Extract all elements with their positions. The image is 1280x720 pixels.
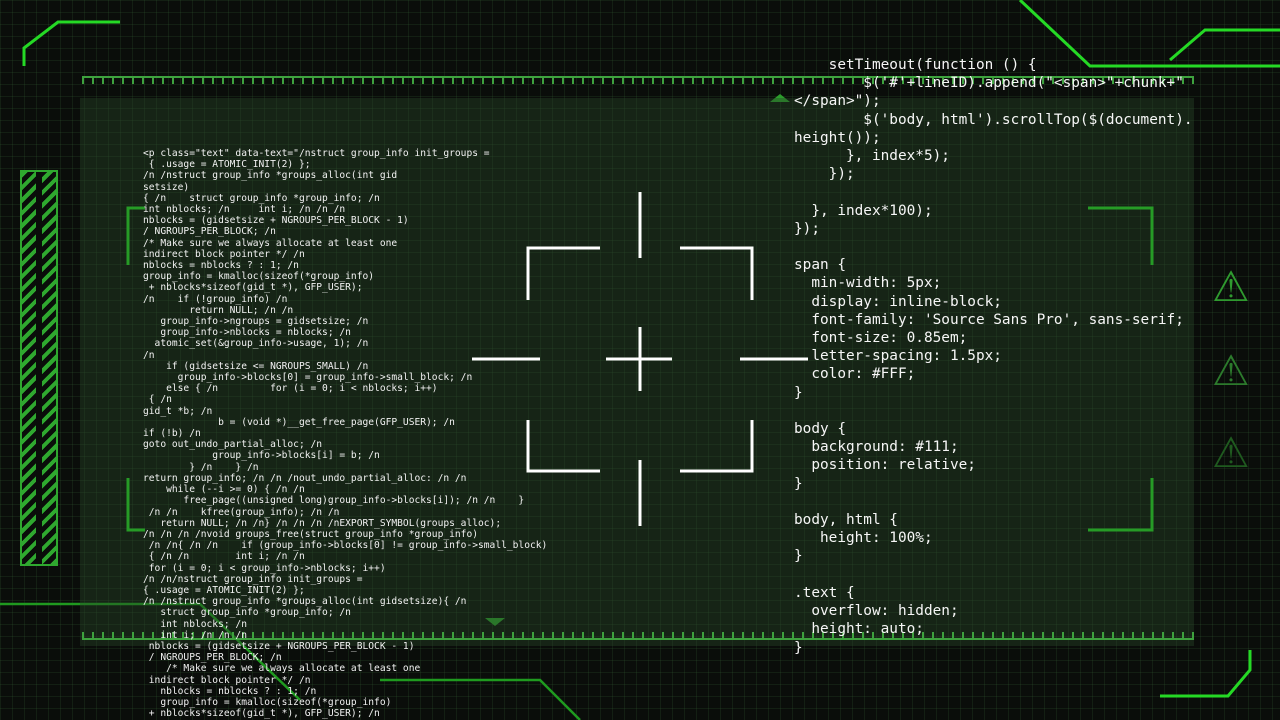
code-line: span { — [794, 257, 846, 274]
code-line: /* Make sure we always allocate at least… — [143, 663, 421, 675]
code-line: /n /n kfree(group_info); /n /n — [143, 506, 340, 518]
code-line: return group_info; /n /n /nout_undo_part… — [143, 472, 467, 484]
code-line — [794, 402, 1274, 420]
code-line: height: auto; — [794, 621, 924, 638]
bottom-ruler — [82, 626, 1194, 640]
code-line: + nblocks*sizeof(gid_t *), GFP_USER); /n — [143, 708, 380, 720]
code-line: { .usage = ATOMIC_INIT(2) }; — [143, 159, 311, 171]
code-line: { /n /n int i; /n /n — [143, 551, 305, 563]
code-line: { /n — [143, 394, 172, 406]
code-line: / NGROUPS_PER_BLOCK; /n — [143, 652, 282, 664]
code-line: height: 100%; — [794, 530, 933, 547]
code-line: int i; /n /n /n — [143, 629, 247, 641]
code-line: overflow: hidden; — [794, 603, 959, 620]
code-line: /n — [143, 349, 155, 361]
code-line — [794, 238, 1274, 256]
hazard-triangle-icon: ⚠ — [1212, 346, 1250, 395]
code-line: setTimeout(function () { — [794, 57, 1037, 73]
code-line: int nblocks; /n int i; /n /n /n — [143, 204, 346, 216]
code-line: } — [794, 639, 803, 656]
code-line: background: #111; — [794, 439, 959, 456]
warning-triangle-icon: ⚠ — [1212, 262, 1250, 311]
code-line: <p class="text" data-text="/nstruct grou… — [143, 148, 490, 159]
code-line: } — [794, 548, 803, 565]
code-line: /n /n/nstruct group_info init_groups = — [143, 573, 363, 585]
code-line: return NULL; /n /n — [143, 304, 294, 316]
code-line: display: inline-block; — [794, 293, 1002, 310]
code-line: font-size: 0.85em; — [794, 330, 968, 347]
code-line: color: #FFF; — [794, 366, 916, 383]
code-line — [794, 493, 1274, 511]
code-line: atomic_set(&group_info->usage, 1); /n — [143, 338, 369, 350]
code-line: free_page((unsigned long)group_info->blo… — [143, 495, 525, 507]
code-line: group_info->ngroups = gidsetsize; /n — [143, 316, 369, 328]
code-line: position: relative; — [794, 457, 976, 474]
hazard-stripe-bar — [20, 170, 58, 566]
code-line: letter-spacing: 1.5px; — [794, 348, 1002, 365]
code-line: int nblocks; /n — [143, 618, 247, 630]
code-line: .text { — [794, 584, 855, 601]
code-line: gid_t *b; /n — [143, 405, 213, 417]
code-line: $('#'+lineID).append("<span>"+chunk+" — [794, 75, 1184, 92]
code-line: /n /n /n /nvoid groups_free(struct group… — [143, 528, 479, 540]
code-line: setsize) — [143, 181, 190, 193]
code-line: min-width: 5px; — [794, 275, 942, 292]
code-line: /n if (!group_info) /n — [143, 293, 288, 305]
code-line: struct group_info *group_info; /n — [143, 607, 351, 619]
code-line — [794, 566, 1274, 584]
code-line: while (--i >= 0) { /n /n — [143, 484, 305, 496]
code-line: }); — [794, 220, 820, 237]
code-line: else { /n for (i = 0; i < nblocks; i++) — [143, 383, 438, 395]
code-line: group_info->nblocks = nblocks; /n — [143, 327, 351, 339]
code-line — [794, 183, 1274, 201]
code-line: $('body, html').scrollTop($(document). — [794, 111, 1193, 128]
code-line: font-family: 'Source Sans Pro', sans-ser… — [794, 311, 1184, 328]
code-line: group_info->blocks[0] = group_info->smal… — [143, 372, 473, 384]
code-line: height()); — [794, 129, 881, 146]
code-block-left: <p class="text" data-text="/nstruct grou… — [143, 148, 563, 719]
code-line: body { — [794, 421, 846, 438]
code-line: if (!b) /n — [143, 428, 201, 440]
code-line: nblocks = nblocks ? : 1; /n — [143, 685, 317, 697]
code-line: group_info = kmalloc(sizeof(*group_info) — [143, 271, 375, 283]
code-line: group_info->blocks[i] = b; /n — [143, 450, 380, 462]
code-line: goto out_undo_partial_alloc; /n — [143, 439, 323, 451]
code-panel — [80, 98, 1194, 646]
code-line: indirect block pointer */ /n — [143, 674, 311, 686]
code-line: { /n struct group_info *group_info; /n — [143, 192, 380, 204]
code-line: / NGROUPS_PER_BLOCK; /n — [143, 226, 276, 238]
code-line: nblocks = nblocks ? : 1; /n — [143, 260, 299, 272]
code-line: { .usage = ATOMIC_INIT(2) }; — [143, 584, 305, 596]
hazard-triangle-icon: ⚠ — [1212, 428, 1250, 477]
code-line: for (i = 0; i < group_info->nblocks; i++… — [143, 562, 386, 574]
code-line: /n /nstruct group_info *groups_alloc(int… — [143, 170, 398, 182]
code-line: nblocks = (gidsetsize + NGROUPS_PER_BLOC… — [143, 640, 415, 652]
code-line: }, index*100); — [794, 202, 933, 219]
code-line: + nblocks*sizeof(gid_t *), GFP_USER); — [143, 282, 363, 294]
code-line: /* Make sure we always allocate at least… — [143, 237, 398, 249]
code-line: </span>"); — [794, 93, 881, 110]
top-ruler — [82, 76, 1194, 90]
code-line: indirect block pointer */ /n — [143, 248, 305, 260]
code-line: group_info = kmalloc(sizeof(*group_info) — [143, 696, 392, 708]
code-line: }); — [794, 166, 855, 183]
code-line: return NULL; /n /n} /n /n /n /nEXPORT_SY… — [143, 517, 502, 529]
code-line: b = (void *)__get_free_page(GFP_USER); /… — [143, 416, 455, 428]
code-line: } — [794, 475, 803, 492]
code-line: /n /n{ /n /n if (group_info->blocks[0] !… — [143, 540, 548, 552]
code-line: body, html { — [794, 512, 898, 529]
code-block-right: setTimeout(function () { $('#'+lineID).a… — [794, 56, 1274, 657]
code-line: } /n } /n — [143, 461, 259, 473]
code-line: /n /nstruct group_info *groups_alloc(int… — [143, 596, 467, 608]
code-line: if (gidsetsize <= NGROUPS_SMALL) /n — [143, 360, 369, 372]
code-line: nblocks = (gidsetsize + NGROUPS_PER_BLOC… — [143, 215, 409, 227]
code-line: }, index*5); — [794, 148, 950, 165]
code-line: } — [794, 384, 803, 401]
